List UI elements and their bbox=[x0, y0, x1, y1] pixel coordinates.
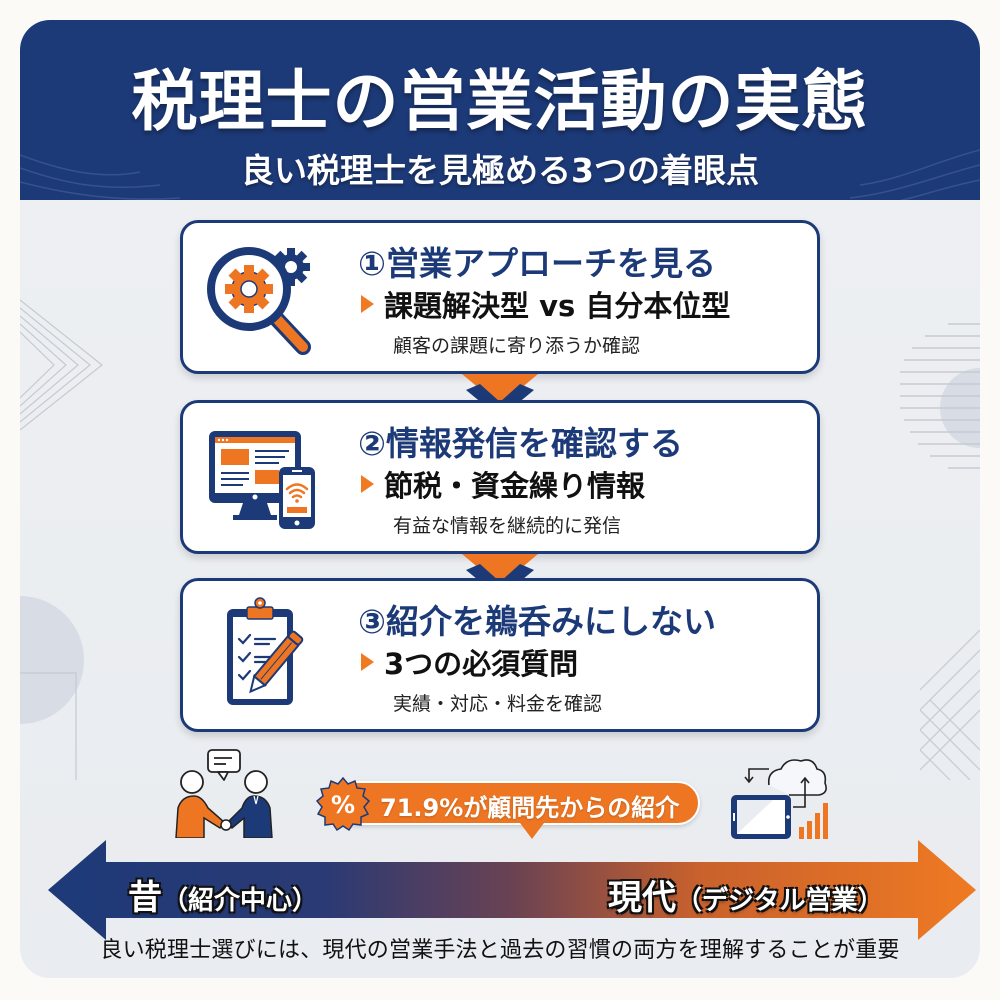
header-banner: 税理士の営業活動の実態 良い税理士を見極める3つの着眼点 bbox=[20, 20, 980, 200]
down-chevron-connector-icon bbox=[462, 374, 538, 418]
timeline-label-past: 昔（紹介中心） bbox=[128, 870, 318, 919]
tablet-cloud-chart-icon bbox=[731, 759, 828, 839]
double-arrow-icon bbox=[48, 840, 976, 940]
card-point-text: 3つの必須質問 bbox=[384, 647, 579, 681]
present-label: 現代 bbox=[608, 878, 676, 918]
stat-callout: % 71.9%が顧問先からの紹介 bbox=[305, 776, 705, 839]
seal-text: % bbox=[331, 791, 355, 819]
stat-callout-pill bbox=[335, 781, 700, 839]
monitor-phone-icon bbox=[209, 431, 315, 529]
clipboard-pencil-icon bbox=[227, 597, 304, 705]
down-chevron-connector-icon bbox=[462, 554, 538, 598]
percent-seal-icon: % bbox=[315, 776, 371, 832]
handshake-icon bbox=[175, 749, 273, 838]
triangle-bullet-icon bbox=[361, 295, 374, 313]
past-label: 昔 bbox=[128, 878, 162, 918]
footer-summary: 良い税理士選びには、現代の営業手法と過去の習慣の両方を理解することが重要 bbox=[100, 938, 900, 963]
card-information-output: ②情報発信を確認する 節税・資金繰り情報 有益な情報を継続的に発信 bbox=[180, 400, 820, 554]
card-note: 実績・対応・料金を確認 bbox=[393, 693, 603, 715]
magnifier-gear-icon bbox=[207, 247, 311, 355]
stat-callout-text: 71.9%が顧問先からの紹介 bbox=[380, 794, 680, 822]
card-point: 課題解決型 vs 自分本位型 bbox=[361, 283, 730, 325]
card-note: 顧客の課題に寄り添うか確認 bbox=[393, 335, 641, 357]
card-point-text: 課題解決型 vs 自分本位型 bbox=[384, 289, 731, 323]
card-point-text: 節税・資金繰り情報 bbox=[384, 469, 646, 503]
present-sublabel: （デジタル営業） bbox=[676, 886, 884, 916]
timeline-arrow: 昔（紹介中心） 現代（デジタル営業） bbox=[48, 840, 978, 940]
callout-tail bbox=[520, 823, 544, 839]
triangle-bullet-icon bbox=[361, 475, 374, 493]
card-heading: ③紹介を鵜呑みにしない bbox=[358, 602, 716, 641]
card-point: 節税・資金繰り情報 bbox=[361, 463, 645, 505]
stripe-circle-decoration bbox=[900, 323, 980, 469]
triangle-bullet-icon bbox=[361, 653, 374, 671]
card-sales-approach: ①営業アプローチを見る 課題解決型 vs 自分本位型 顧客の課題に寄り添うか確認 bbox=[180, 220, 820, 374]
card-heading: ②情報発信を確認する bbox=[358, 424, 683, 463]
card-note: 有益な情報を継続的に発信 bbox=[393, 515, 622, 537]
card-referral-check: ③紹介を鵜呑みにしない 3つの必須質問 実績・対応・料金を確認 bbox=[180, 578, 820, 732]
wave-decoration bbox=[20, 149, 980, 200]
chevron-lines-decoration bbox=[20, 299, 103, 431]
timeline-label-present: 現代（デジタル営業） bbox=[608, 870, 883, 919]
circle-square-decoration bbox=[20, 596, 84, 780]
card-heading: ①営業アプローチを見る bbox=[358, 244, 716, 283]
infographic-panel: 税理士の営業活動の実態 良い税理士を見極める3つの着眼点 bbox=[20, 20, 980, 978]
crosshatch-decoration bbox=[920, 630, 980, 780]
past-sublabel: （紹介中心） bbox=[162, 886, 319, 916]
page-title: 税理士の営業活動の実態 bbox=[131, 63, 869, 140]
page-subtitle: 良い税理士を見極める3つの着眼点 bbox=[241, 151, 759, 190]
card-point: 3つの必須質問 bbox=[361, 641, 578, 683]
